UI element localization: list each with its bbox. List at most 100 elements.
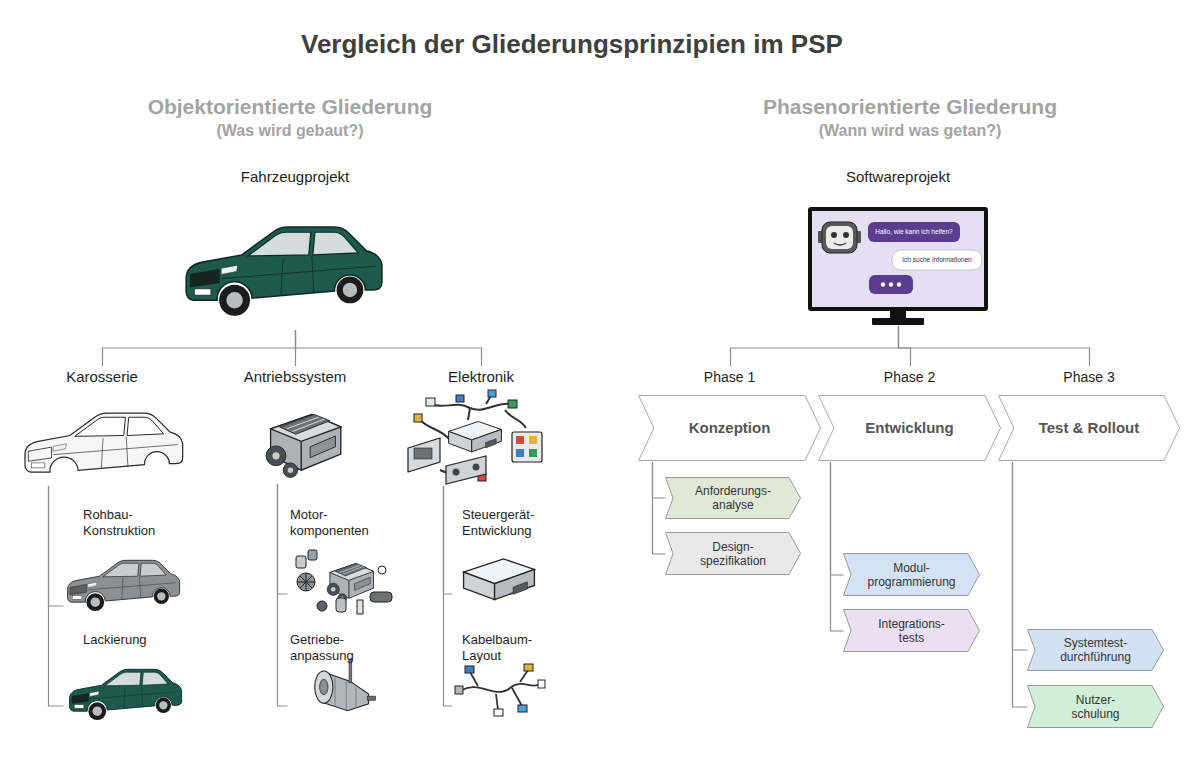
wire-harness-illustration (455, 664, 545, 716)
robot-head (822, 222, 857, 253)
monitor-neck (890, 311, 906, 319)
structure-panel: Objektorientierte Gliederung(Was wird ge… (0, 92, 580, 773)
typing-bubble (869, 275, 913, 294)
wires (468, 408, 470, 420)
monitor-base (872, 318, 924, 325)
panel-background (2, 235, 578, 769)
tree-connector (731, 326, 899, 366)
wires (420, 394, 526, 478)
item-label: Kabelbaum- Layout (462, 632, 532, 664)
panel-heading: Objektorientierte Gliederung (0, 94, 580, 120)
phase-number: Phase 2 (818, 368, 1001, 386)
connector (488, 390, 496, 397)
car-illustration (186, 227, 382, 316)
fuse (516, 436, 524, 444)
item-label: Lackierung (83, 632, 185, 648)
tree-connector (831, 462, 844, 575)
typing-dot (897, 282, 901, 286)
fuse (516, 449, 524, 457)
fan (297, 573, 315, 591)
phase-number: Phase 3 (998, 368, 1180, 386)
structure-panel: Phasenorientierte Gliederung(Wann wird w… (620, 92, 1200, 773)
phase-chevron: Phase 2 Entwicklung (818, 366, 1001, 462)
phase-number: Phase 1 (638, 368, 821, 386)
harness-wires (512, 688, 522, 706)
painted-car-illustration (70, 669, 182, 720)
robot-eye (831, 232, 837, 238)
chevron-shape-outline (844, 554, 980, 596)
tree-connector (899, 326, 911, 366)
connector (494, 709, 503, 716)
structure-item: Rohbau- Konstruktion (63, 505, 185, 618)
phase-chevron: Phase 3 Test & Rollout (998, 366, 1180, 462)
tree-connector (296, 330, 482, 366)
phase-name: Test & Rollout (998, 395, 1180, 461)
task-label: Modul- programmierung (867, 561, 955, 589)
structure-item: Steuergerät- Entwicklung (452, 505, 550, 606)
tree-connector (653, 462, 666, 498)
tree-connector (49, 486, 64, 706)
cylinder (370, 592, 392, 602)
structure-item: Lackierung (63, 630, 185, 718)
tree-connector (1013, 462, 1028, 650)
chat-bubble-bot (868, 222, 960, 242)
chevron-shape-outline (1028, 686, 1164, 728)
harness-wires (496, 694, 498, 710)
harness-wires (520, 670, 528, 682)
item-label: Motor- komponenten (290, 507, 369, 539)
connector (455, 686, 463, 694)
piston (308, 550, 317, 560)
chat-text: Ich suche Informationen (892, 250, 982, 270)
washer (317, 601, 327, 611)
task-chevron: Nutzer- schulung (1027, 685, 1164, 728)
tree-connector (653, 462, 666, 554)
monitor-frame (808, 207, 988, 311)
structure-item: Getriebe- anpassung (287, 630, 405, 718)
connector (426, 398, 435, 406)
structure-item: Softwareprojekt (800, 166, 996, 326)
item-label: Softwareprojekt (800, 168, 996, 186)
connector (414, 414, 422, 422)
item-label: Getriebe- anpassung (290, 632, 354, 664)
wires (505, 410, 526, 428)
monitor-screen (812, 211, 984, 307)
connector (538, 680, 545, 688)
engine-parts-illustration (296, 550, 392, 614)
car-body-illustration (25, 413, 183, 484)
phase-name: Konzeption (638, 395, 821, 461)
chevron-shape-outline (666, 533, 801, 575)
typing-dot (881, 282, 885, 286)
fuse-box (512, 432, 542, 462)
structure-item: Karosserie (18, 366, 186, 486)
typing-dot (889, 282, 893, 286)
phase-chevron-body: Konzeption (638, 395, 821, 461)
raw-body-illustration (68, 560, 180, 611)
engine-illustration (266, 414, 341, 477)
task-chevron: Design- spezifikation (665, 532, 801, 575)
chevron-shape-outline (819, 396, 1001, 461)
knob (473, 464, 480, 471)
harness-wires (470, 672, 478, 686)
task-chevron: Anforderungs- analyse (665, 477, 801, 519)
chevron-shape-outline (844, 610, 980, 652)
connector (518, 705, 527, 712)
task-chevron: Systemtest- durchführung (1027, 629, 1164, 671)
cylinder (336, 598, 346, 612)
harness-wires (462, 670, 540, 710)
panel-subheading: (Wann wird was getan?) (620, 120, 1200, 142)
structure-item: Motor- komponenten (287, 505, 405, 606)
structure-item: Fahrzeugprojekt (188, 166, 402, 330)
tree-connector (278, 484, 288, 594)
chevron-shape-outline (639, 396, 821, 461)
chevron-shape-outline (999, 396, 1180, 461)
item-label: Antriebssystem (235, 368, 355, 386)
control-unit-illustration (464, 559, 535, 600)
tree-connector (899, 326, 1090, 366)
structure-item: Antriebssystem (235, 366, 355, 484)
robot-face (826, 226, 853, 249)
phase-name: Entwicklung (818, 395, 1001, 461)
task-label: Integrations- tests (878, 617, 945, 645)
electronics-illustration (408, 390, 542, 484)
wires (420, 420, 450, 440)
